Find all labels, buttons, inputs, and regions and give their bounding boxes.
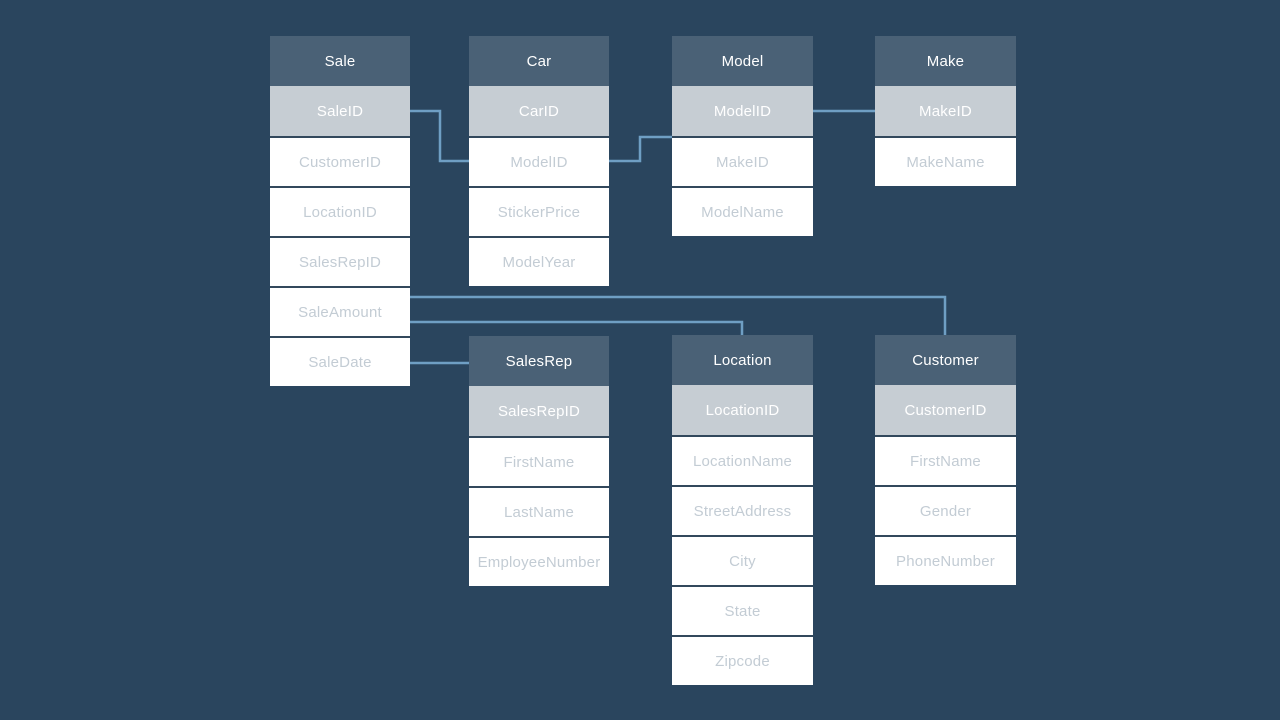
entity-field-car-carid[interactable]: CarID [469,86,609,136]
entity-field-car-modelid[interactable]: ModelID [469,136,609,186]
entity-title-sale: Sale [270,36,410,86]
entity-field-customer-customerid[interactable]: CustomerID [875,385,1016,435]
entity-title-make: Make [875,36,1016,86]
entity-field-sale-saleid[interactable]: SaleID [270,86,410,136]
entity-field-model-modelid[interactable]: ModelID [672,86,813,136]
entity-field-car-modelyear[interactable]: ModelYear [469,236,609,286]
relationship-line-sale-location [408,320,744,338]
entity-field-salesrep-salesrepid[interactable]: SalesRepID [469,386,609,436]
entity-field-location-locationid[interactable]: LocationID [672,385,813,435]
entity-title-location: Location [672,335,813,385]
entity-field-sale-saledate[interactable]: SaleDate [270,336,410,386]
entity-field-location-locationname[interactable]: LocationName [672,435,813,485]
entity-field-model-modelname[interactable]: ModelName [672,186,813,236]
entity-field-salesrep-lastname[interactable]: LastName [469,486,609,536]
entity-field-customer-gender[interactable]: Gender [875,485,1016,535]
entity-title-car: Car [469,36,609,86]
entity-field-customer-phonenumber[interactable]: PhoneNumber [875,535,1016,585]
entity-field-location-streetaddress[interactable]: StreetAddress [672,485,813,535]
entity-field-sale-customerid[interactable]: CustomerID [270,136,410,186]
entity-field-sale-salesrepid[interactable]: SalesRepID [270,236,410,286]
entity-field-sale-saleamount[interactable]: SaleAmount [270,286,410,336]
entity-field-car-stickerprice[interactable]: StickerPrice [469,186,609,236]
entity-title-customer: Customer [875,335,1016,385]
relationship-line-car-model [607,135,675,163]
entity-field-location-state[interactable]: State [672,585,813,635]
entity-field-sale-locationid[interactable]: LocationID [270,186,410,236]
entity-field-model-makeid[interactable]: MakeID [672,136,813,186]
entity-field-make-makename[interactable]: MakeName [875,136,1016,186]
relationship-line-sale-customer [408,295,947,338]
entity-field-customer-firstname[interactable]: FirstName [875,435,1016,485]
relationship-line-sale-car [408,109,472,163]
entity-title-salesrep: SalesRep [469,336,609,386]
entity-field-salesrep-employeenumber[interactable]: EmployeeNumber [469,536,609,586]
entity-field-location-zipcode[interactable]: Zipcode [672,635,813,685]
entity-field-make-makeid[interactable]: MakeID [875,86,1016,136]
entity-title-model: Model [672,36,813,86]
entity-field-location-city[interactable]: City [672,535,813,585]
entity-field-salesrep-firstname[interactable]: FirstName [469,436,609,486]
